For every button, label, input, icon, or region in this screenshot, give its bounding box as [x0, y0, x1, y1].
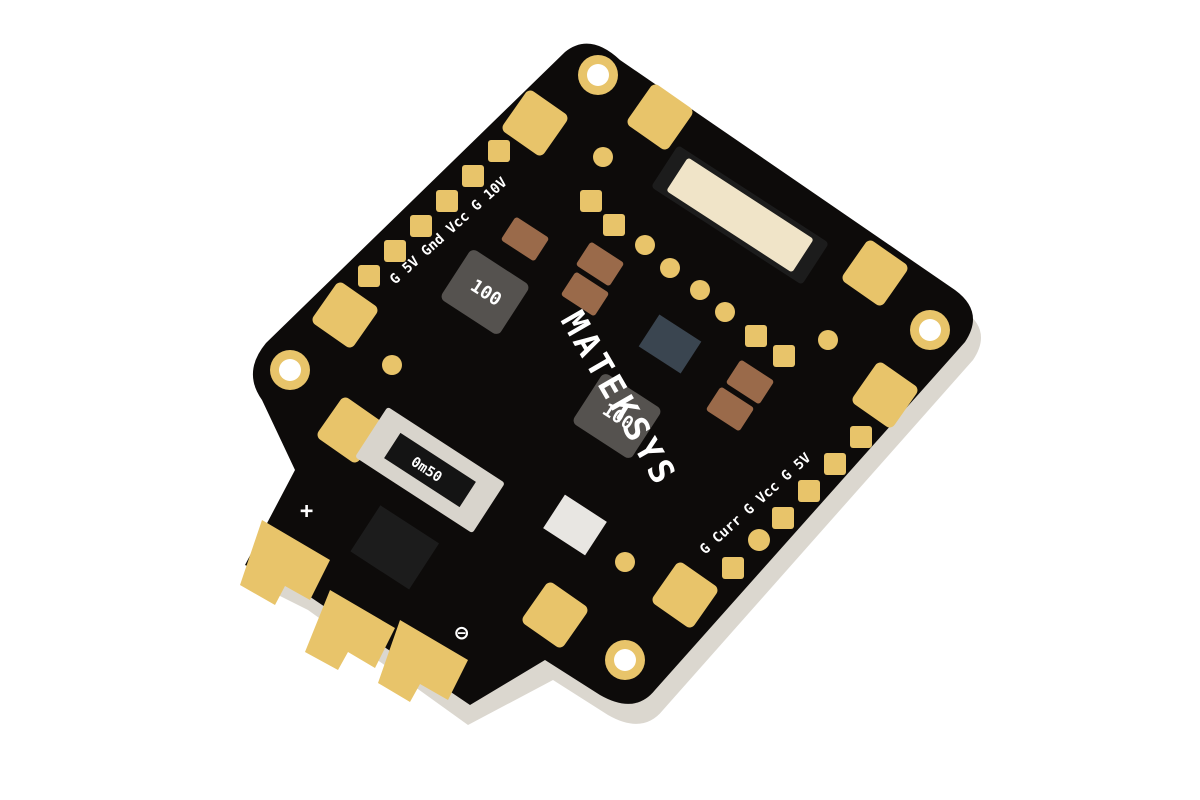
inductors: 100 100	[441, 250, 661, 458]
minus-marking: ⊖	[455, 621, 468, 646]
header-pads-top-left	[358, 140, 510, 287]
regulator-ic	[638, 314, 702, 374]
plus-marking: +	[300, 499, 313, 524]
battery-pads	[240, 520, 468, 702]
mosfet	[350, 505, 440, 590]
header-pads-bottom-right	[722, 426, 872, 579]
ribbon-connector	[652, 146, 828, 284]
motor-pads	[312, 84, 918, 648]
mounting-holes	[270, 55, 950, 680]
capacitors	[501, 217, 774, 431]
signal-pads	[382, 147, 838, 572]
shunt-resistor: 0m50	[356, 407, 504, 533]
brand-logo-icon	[543, 494, 607, 556]
